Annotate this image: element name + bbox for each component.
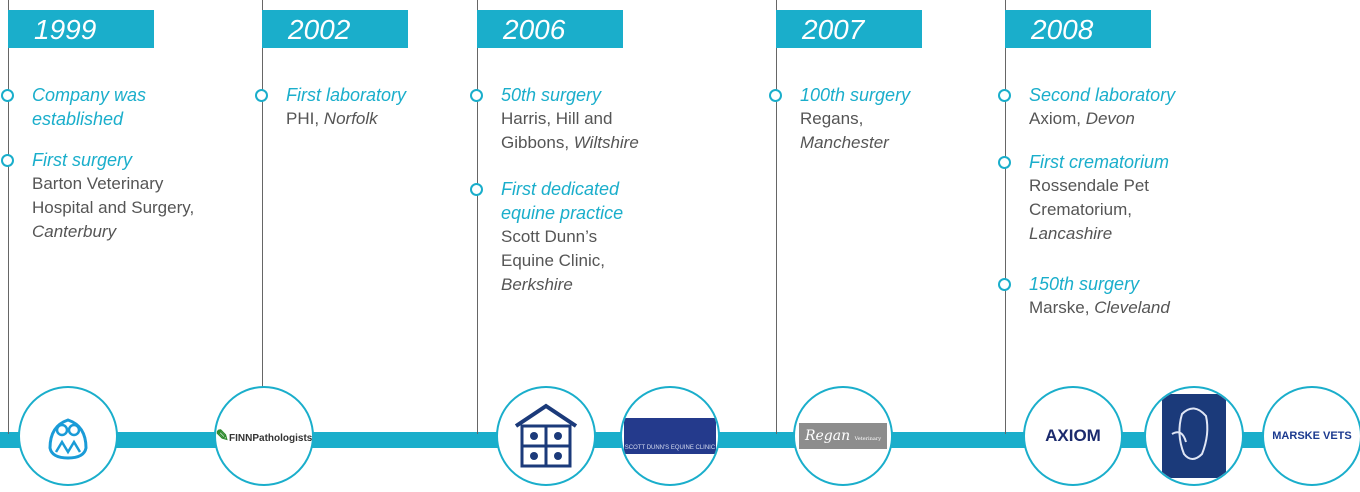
house-animals-icon bbox=[514, 403, 578, 468]
event-title: First crematorium bbox=[1029, 152, 1170, 172]
event-150th-surgery: 150th surgery Marske, Cleveland bbox=[998, 272, 1225, 320]
timeline-dot bbox=[998, 89, 1011, 102]
year-tab-2006: 2006 bbox=[477, 10, 623, 48]
microscope-icon: ✎ bbox=[215, 428, 230, 445]
axiom-logo: AXIOM bbox=[1023, 386, 1123, 486]
event-title: 100th surgery bbox=[800, 85, 911, 105]
timeline-dot bbox=[769, 89, 782, 102]
timeline-line-1999 bbox=[8, 0, 9, 434]
timeline-dot bbox=[255, 89, 268, 102]
timeline-dot bbox=[470, 89, 483, 102]
event-location: Berkshire bbox=[501, 275, 573, 294]
event-description: Axiom, Devon bbox=[1029, 109, 1135, 128]
event-location: Wiltshire bbox=[573, 133, 639, 152]
event-location: Manchester bbox=[800, 133, 889, 152]
event-location: Cleveland bbox=[1094, 298, 1170, 317]
event-description: Regans,Manchester bbox=[800, 109, 889, 152]
event-title: Second laboratory bbox=[1029, 85, 1176, 105]
event-100th-surgery: 100th surgery Regans,Manchester bbox=[769, 83, 976, 155]
marske-logo-text: MARSKE VETS bbox=[1272, 430, 1352, 442]
event-title: 50th surgery bbox=[501, 85, 602, 105]
scott-dunn-banner: SCOTT DUNN'S EQUINE CLINIC bbox=[624, 418, 716, 454]
finn-logo-text: ✎FINNPathologists bbox=[215, 428, 313, 445]
event-title: First dedicated equine practice bbox=[501, 179, 624, 223]
year-tab-2002: 2002 bbox=[262, 10, 408, 48]
event-location: Canterbury bbox=[32, 222, 117, 241]
event-first-crematorium: First crematorium Rossendale Pet Cremato… bbox=[998, 150, 1225, 246]
marske-vets-logo: MARSKE VETS bbox=[1262, 386, 1360, 486]
event-description: Scott Dunn’s Equine Clinic,Berkshire bbox=[501, 227, 605, 294]
finn-pathologists-logo: ✎FINNPathologists bbox=[214, 386, 314, 486]
regan-banner: Regan Veterinary Group bbox=[799, 423, 887, 471]
timeline-dot bbox=[1, 89, 14, 102]
timeline-dot bbox=[998, 156, 1011, 169]
pets-icon bbox=[48, 418, 88, 460]
event-first-surgery: First surgery Barton Veterinary Hospital… bbox=[1, 148, 218, 244]
event-first-equine-practice: First dedicated equine practice Scott Du… bbox=[470, 177, 687, 297]
event-company-established: Company was established bbox=[1, 83, 208, 131]
timeline-line-2008 bbox=[1005, 0, 1006, 434]
event-description: Harris, Hill and Gibbons, Wiltshire bbox=[501, 109, 639, 152]
event-title: 150th surgery bbox=[1029, 274, 1140, 294]
event-50th-surgery: 50th surgery Harris, Hill and Gibbons, W… bbox=[470, 83, 687, 155]
event-location: Norfolk bbox=[323, 109, 378, 128]
event-description: Barton Veterinary Hospital and Surgery,C… bbox=[32, 174, 195, 241]
angel-icon bbox=[1162, 394, 1226, 478]
timeline-dot bbox=[998, 278, 1011, 291]
event-location: Lancashire bbox=[1029, 224, 1113, 243]
year-tab-1999: 1999 bbox=[8, 10, 154, 48]
timeline-line-2002 bbox=[262, 0, 263, 434]
regan-logo: Regan Veterinary Group bbox=[793, 386, 893, 486]
scott-dunn-logo: SCOTT DUNN'S EQUINE CLINIC bbox=[620, 386, 720, 486]
rossendale-logo bbox=[1144, 386, 1244, 486]
event-title: First surgery bbox=[32, 150, 133, 170]
event-first-laboratory: First laboratory PHI, Norfolk bbox=[255, 83, 462, 131]
event-location: Devon bbox=[1085, 109, 1135, 128]
timeline-dot bbox=[1, 154, 14, 167]
axiom-logo-text: AXIOM bbox=[1045, 426, 1101, 445]
event-second-laboratory: Second laboratory Axiom, Devon bbox=[998, 83, 1225, 131]
event-title: First laboratory bbox=[286, 85, 407, 105]
barton-logo bbox=[18, 386, 118, 486]
year-tab-2008: 2008 bbox=[1005, 10, 1151, 48]
timeline-line-2007 bbox=[776, 0, 777, 434]
hhg-logo bbox=[496, 386, 596, 486]
year-tab-2007: 2007 bbox=[776, 10, 922, 48]
event-description: Rossendale Pet Crematorium,Lancashire bbox=[1029, 176, 1150, 243]
event-title: Company was established bbox=[32, 85, 147, 129]
timeline-dot bbox=[470, 183, 483, 196]
event-description: PHI, Norfolk bbox=[286, 109, 378, 128]
event-description: Marske, Cleveland bbox=[1029, 298, 1170, 317]
timeline-line-2006 bbox=[477, 0, 478, 434]
